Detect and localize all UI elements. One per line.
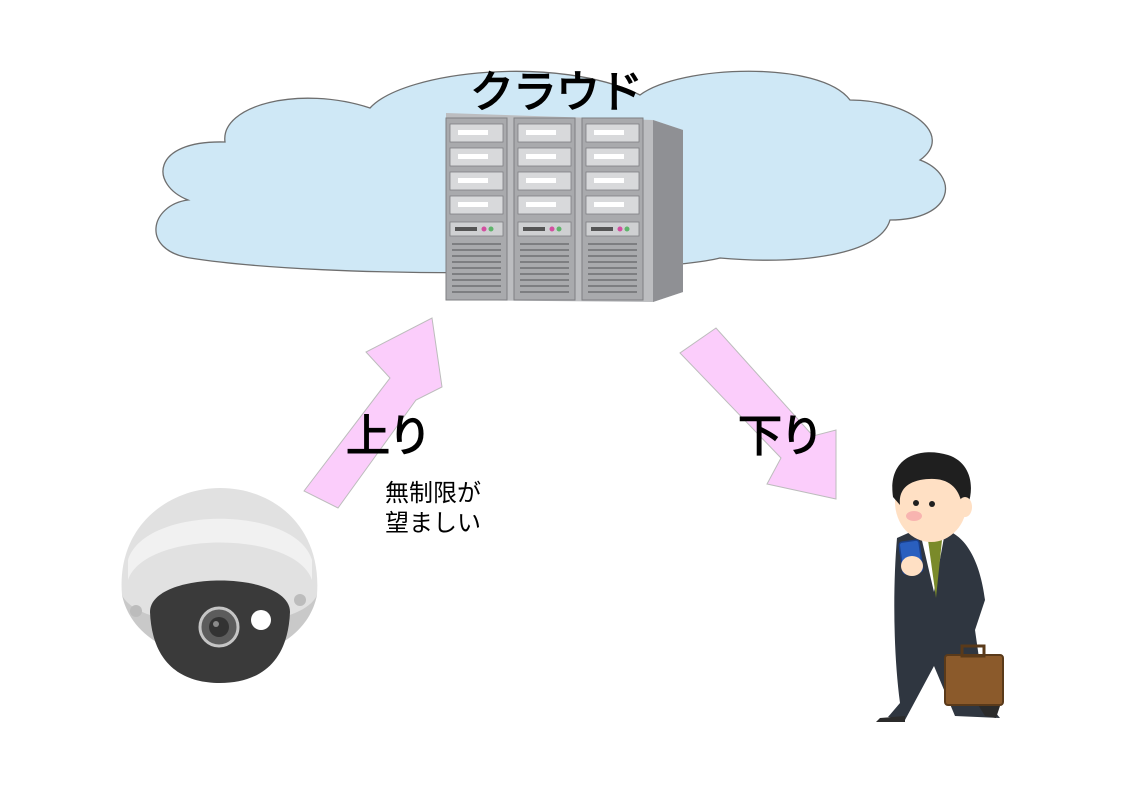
upload-arrow	[303, 317, 443, 509]
dome-security-camera-icon	[121, 488, 318, 683]
businessman-with-smartphone-icon	[876, 452, 1004, 722]
upload-label: 上り	[346, 411, 432, 462]
download-label: 下り	[738, 411, 824, 462]
upload-note-line-2: 望ましい	[385, 509, 481, 537]
cloud-title: クラウド	[470, 67, 643, 118]
download-arrow	[679, 327, 837, 500]
upload-note: 無制限が 望ましい	[385, 478, 481, 538]
upload-note-line-1: 無制限が	[385, 479, 481, 507]
server-rack-icon	[445, 113, 683, 302]
